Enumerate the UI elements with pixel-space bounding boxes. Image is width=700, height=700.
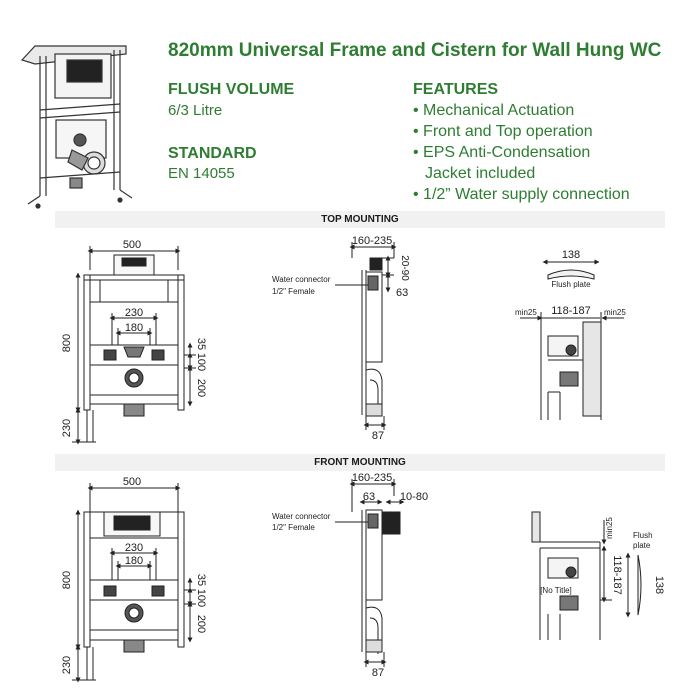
front-plate-min: min25 [605, 517, 614, 539]
front-front-d100: 100 [195, 589, 207, 607]
front-water-connector: Water connector [272, 512, 331, 521]
top-mounting-band: TOP MOUNTING [55, 211, 665, 228]
feature-item: • EPS Anti-Condensation [413, 144, 591, 161]
front-side-depth: 160-235 [352, 472, 392, 484]
front-front-elevation [72, 483, 196, 683]
front-front-inner-width: 230 [125, 542, 143, 554]
frame-product-image [20, 45, 133, 209]
standard-value: EN 14055 [168, 165, 235, 182]
front-side-elevation [335, 479, 405, 667]
top-front-height: 800 [61, 334, 73, 352]
top-front-d35: 35 [195, 338, 207, 350]
front-water-connector-size: 1/2" Female [272, 523, 315, 532]
flush-volume-value: 6/3 Litre [168, 102, 223, 119]
top-side-depth: 160-235 [352, 235, 392, 247]
top-front-leg: 230 [61, 419, 73, 437]
features-heading: FEATURES [413, 81, 499, 98]
feature-item: • Front and Top operation [413, 123, 593, 140]
front-side-d63: 63 [363, 491, 375, 503]
top-water-connector: Water connector [272, 275, 331, 284]
front-front-leg: 230 [61, 656, 73, 674]
top-side-d63: 63 [396, 287, 408, 299]
standard-heading: STANDARD [168, 145, 257, 162]
top-side-elevation [335, 242, 397, 430]
top-side-d87: 87 [372, 430, 384, 442]
front-mounting-label: FRONT MOUNTING [314, 457, 406, 468]
front-plate-no-title: [No Title] [540, 586, 572, 595]
top-front-pan-width: 180 [125, 322, 143, 334]
top-front-inner-width: 230 [125, 307, 143, 319]
top-mounting-label: TOP MOUNTING [321, 214, 399, 225]
top-plate-label: Flush plate [551, 280, 591, 289]
top-water-connector-size: 1/2" Female [272, 287, 315, 296]
page-title: 820mm Universal Frame and Cistern for Wa… [168, 40, 662, 61]
feature-item: Jacket included [425, 165, 536, 182]
front-mounting-band: FRONT MOUNTING [55, 454, 665, 471]
front-plate-label-1: Flush [633, 531, 653, 540]
top-side-d2090: 20-90 [399, 255, 410, 281]
front-front-height: 800 [61, 571, 73, 589]
front-front-d35: 35 [195, 574, 207, 586]
top-plate-min-left: min25 [515, 308, 537, 317]
front-plate-detail [531, 511, 642, 640]
front-plate-width: 138 [653, 576, 665, 594]
front-front-pan-width: 180 [125, 555, 143, 567]
top-front-width: 500 [123, 239, 141, 251]
top-plate-detail [520, 259, 624, 420]
top-front-elevation [72, 246, 196, 445]
flush-volume-heading: FLUSH VOLUME [168, 81, 295, 98]
front-side-d87: 87 [372, 667, 384, 679]
front-side-d1080: 10-80 [400, 491, 428, 503]
feature-item: • 1/2” Water supply connection [413, 186, 630, 203]
front-plate-label-2: plate [633, 541, 651, 550]
top-front-d200: 200 [195, 379, 207, 397]
top-plate-width: 138 [562, 249, 580, 261]
top-plate-min-right: min25 [604, 308, 626, 317]
front-front-d200: 200 [195, 615, 207, 633]
feature-item: • Mechanical Actuation [413, 102, 575, 119]
front-front-width: 500 [123, 476, 141, 488]
top-plate-range: 118-187 [551, 305, 591, 317]
front-plate-range: 118-187 [611, 555, 623, 595]
top-front-d100: 100 [195, 353, 207, 371]
